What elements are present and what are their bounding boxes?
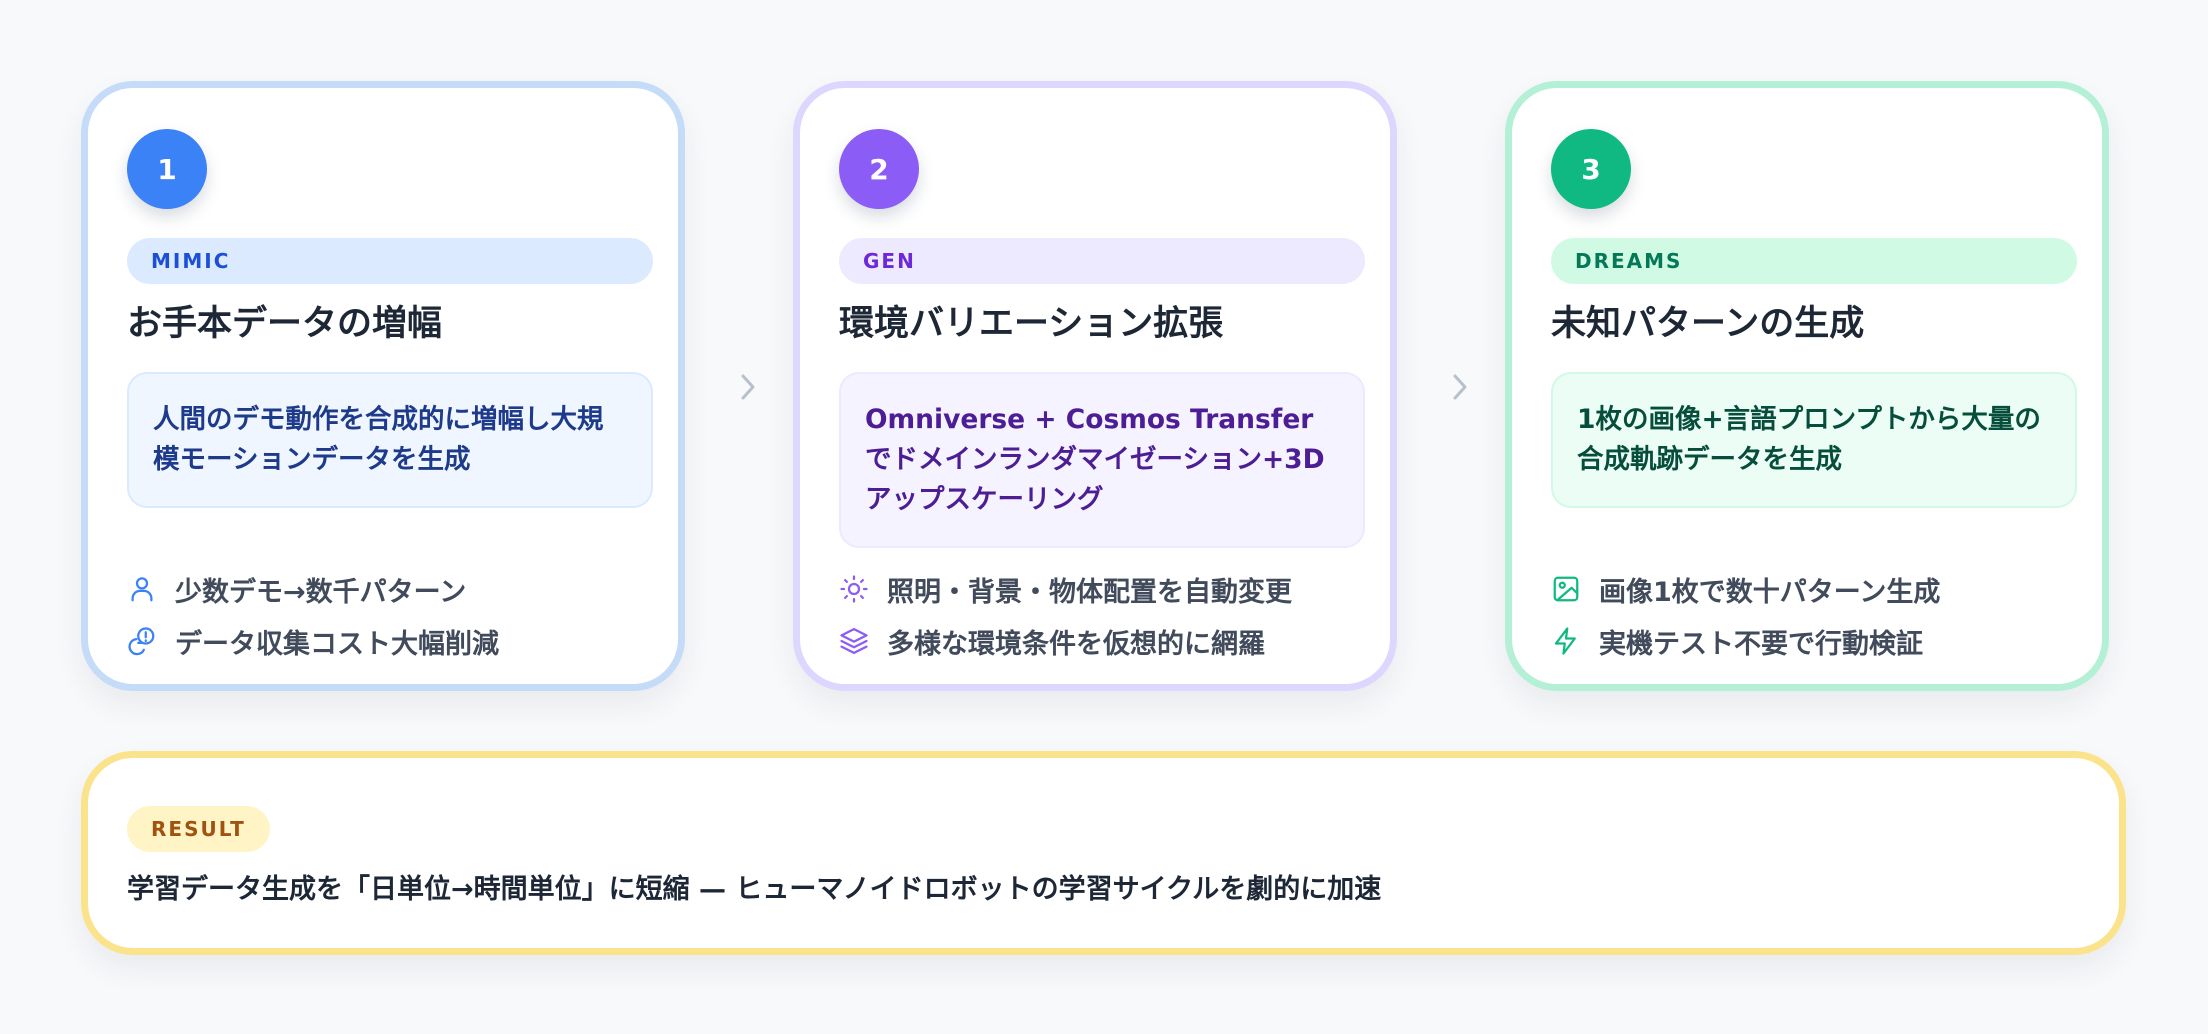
step-tag: DREAMS bbox=[1551, 238, 2077, 284]
layers-icon bbox=[840, 628, 868, 654]
feature-text: データ収集コスト大幅削減 bbox=[175, 628, 499, 660]
chevron-right-icon bbox=[741, 374, 755, 400]
feature-text: 少数デモ→数千パターン bbox=[175, 576, 467, 608]
result-panel: RESULT 学習データ生成を「日単位→時間単位」に短縮 — ヒューマノイドロボ… bbox=[81, 751, 2126, 955]
feature-text: 実機テスト不要で行動検証 bbox=[1599, 628, 1923, 660]
image-icon bbox=[1553, 576, 1579, 602]
result-tag: RESULT bbox=[127, 806, 270, 852]
step-title: お手本データの増幅 bbox=[127, 304, 443, 344]
feature-item: データ収集コスト大幅削減 bbox=[127, 621, 667, 661]
feature-item: 少数デモ→数千パターン bbox=[127, 569, 667, 609]
step-number-badge: 3 bbox=[1551, 129, 1631, 209]
step-card-mimic: 1 MIMIC お手本データの増幅 人間のデモ動作を合成的に増幅し大規模モーショ… bbox=[81, 81, 685, 691]
step-number-badge: 2 bbox=[839, 129, 919, 209]
step-title: 環境バリエーション拡張 bbox=[839, 304, 1224, 344]
feature-text: 多様な環境条件を仮想的に網羅 bbox=[887, 628, 1265, 660]
step-tag: MIMIC bbox=[127, 238, 653, 284]
step-number-badge: 1 bbox=[127, 129, 207, 209]
lightning-icon bbox=[1554, 627, 1576, 655]
feature-item: 多様な環境条件を仮想的に網羅 bbox=[839, 621, 1379, 661]
step-tag: GEN bbox=[839, 238, 1365, 284]
step-description: 人間のデモ動作を合成的に増幅し大規模モーションデータを生成 bbox=[127, 372, 653, 508]
feature-item: 照明・背景・物体配置を自動変更 bbox=[839, 569, 1379, 609]
step-card-gen: 2 GEN 環境バリエーション拡張 Omniverse + Cosmos Tra… bbox=[793, 81, 1397, 691]
feature-item: 画像1枚で数十パターン生成 bbox=[1551, 569, 2091, 609]
cost-icon bbox=[128, 627, 155, 656]
feature-text: 照明・背景・物体配置を自動変更 bbox=[887, 576, 1292, 608]
step-description: Omniverse + Cosmos Transferでドメインランダマイゼーシ… bbox=[839, 372, 1365, 548]
sun-icon bbox=[840, 575, 868, 603]
user-icon bbox=[131, 577, 153, 602]
feature-item: 実機テスト不要で行動検証 bbox=[1551, 621, 2091, 661]
step-description: 1枚の画像+言語プロンプトから大量の合成軌跡データを生成 bbox=[1551, 372, 2077, 508]
feature-text: 画像1枚で数十パターン生成 bbox=[1599, 576, 1941, 608]
step-card-dreams: 3 DREAMS 未知パターンの生成 1枚の画像+言語プロンプトから大量の合成軌… bbox=[1505, 81, 2109, 691]
result-text: 学習データ生成を「日単位→時間単位」に短縮 — ヒューマノイドロボットの学習サイ… bbox=[127, 874, 1382, 905]
chevron-right-icon bbox=[1453, 374, 1467, 400]
step-title: 未知パターンの生成 bbox=[1551, 304, 1865, 344]
